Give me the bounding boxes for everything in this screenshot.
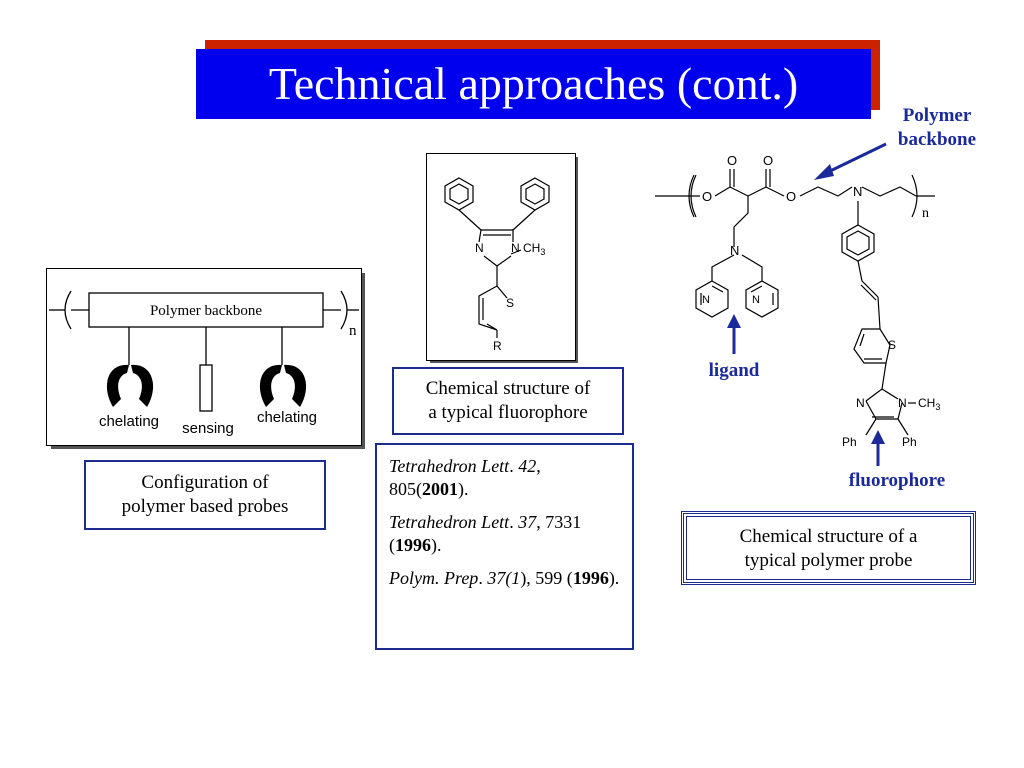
probe-n-imidazole1: N — [856, 396, 865, 410]
arrow-backbone-icon — [814, 142, 887, 180]
probe-o-left: O — [702, 189, 712, 204]
fluoro-methyl: CH3 — [523, 241, 545, 257]
probe-n-pyridine1: N — [702, 294, 710, 306]
sensing-label: sensing — [182, 420, 234, 437]
probe-n-amine: N — [730, 243, 739, 258]
probe-o-top1: O — [727, 153, 737, 168]
arrow-fluorophore-icon — [871, 430, 885, 466]
fluoro-s: S — [506, 296, 514, 310]
chelator-right-icon — [259, 364, 307, 407]
fluoro-n2: N — [511, 241, 520, 255]
annotation-ligand: ligand — [708, 360, 760, 381]
fluoro-caption-line1: Chemical structure of — [425, 378, 591, 399]
config-diagram: Polymer backbone n chelating sensing che… — [49, 290, 359, 437]
sensing-unit-icon — [199, 364, 213, 412]
config-caption: Configuration of polymer based probes — [84, 460, 326, 530]
reference-3: Polym. Prep. 37(1), 599 (1996). — [389, 568, 620, 588]
fluoro-caption: Chemical structure of a typical fluoroph… — [392, 367, 624, 435]
config-caption-line2: polymer based probes — [121, 496, 289, 517]
probe-caption: Chemical structure of a typical polymer … — [681, 511, 976, 585]
annotation-polymer-backbone: Polymer backbone — [897, 105, 977, 150]
annotation-fluorophore: fluorophore — [848, 470, 946, 491]
probe-caption-line2: typical polymer probe — [744, 550, 913, 571]
probe-subscript-n: n — [922, 206, 929, 221]
probe-o-top2: O — [763, 153, 773, 168]
chelating-left-label: chelating — [99, 413, 159, 430]
probe-s: S — [888, 338, 896, 352]
subscript-n: n — [349, 323, 357, 339]
config-panel: Polymer backbone n chelating sensing che… — [46, 268, 362, 446]
fluoro-r: R — [493, 339, 502, 353]
config-caption-line1: Configuration of — [141, 472, 269, 493]
probe-n-imidazole2: N — [898, 396, 907, 410]
slide-title: Technical approaches (cont.) — [196, 49, 871, 119]
backbone-label: Polymer backbone — [150, 303, 262, 319]
fluoro-n1: N — [475, 241, 484, 255]
probe-n-pyridine2: N — [752, 294, 760, 306]
probe-o-right: O — [786, 189, 796, 204]
probe-ph2: Ph — [902, 435, 917, 449]
reference-1: Tetrahedron Lett. 42, 805(2001). — [389, 456, 541, 499]
chelator-left-icon — [106, 364, 154, 407]
polymer-probe-structure: O O O O N n N N N S N N CH3 Ph Ph — [655, 153, 940, 449]
probe-ph1: Ph — [842, 435, 857, 449]
probe-methyl: CH3 — [918, 396, 940, 412]
probe-n-backbone: N — [853, 184, 862, 199]
arrow-ligand-icon — [727, 314, 741, 354]
probe-caption-line1: Chemical structure of a — [739, 526, 918, 547]
fluoro-panel: N N CH3 S R — [426, 153, 576, 361]
fluoro-caption-line2: a typical fluorophore — [428, 402, 588, 423]
chelating-right-label: chelating — [257, 409, 317, 426]
reference-2: Tetrahedron Lett. 37, 7331 (1996). — [389, 512, 582, 555]
fluorophore-structure: N N CH3 S R — [444, 177, 550, 353]
references-box: Tetrahedron Lett. 42, 805(2001). Tetrahe… — [375, 443, 634, 650]
